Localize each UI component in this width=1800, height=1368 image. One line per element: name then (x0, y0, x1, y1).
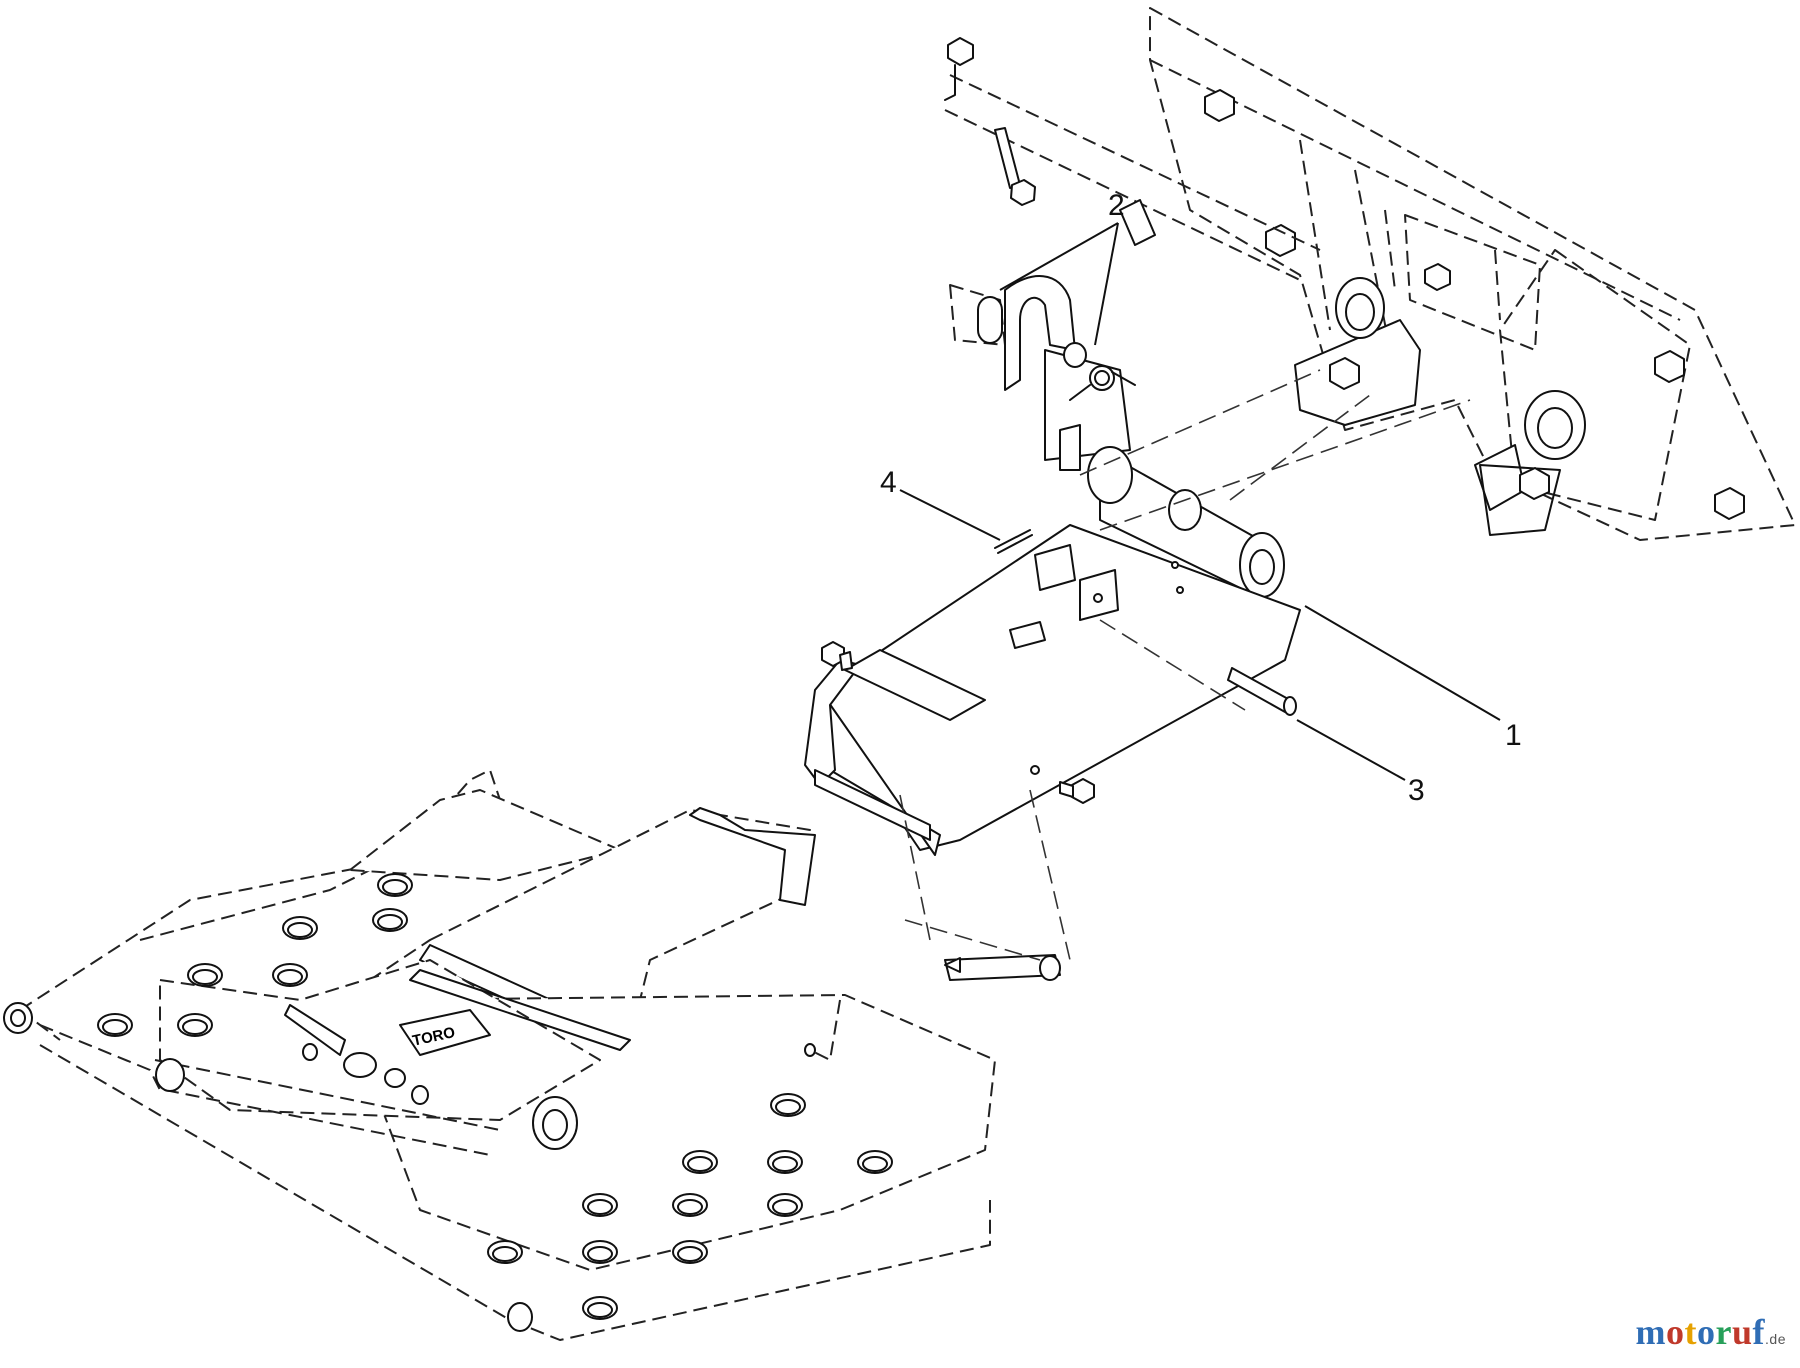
watermark-letter: m (1635, 1312, 1667, 1352)
watermark-letter: o (1666, 1312, 1685, 1352)
deck-hole-inner (277, 969, 303, 985)
leader-4 (899, 489, 1001, 541)
brand-decal (399, 1009, 491, 1056)
frame-bracket-reference (1149, 7, 1796, 541)
deck-hole-inner (775, 1099, 801, 1115)
watermark-letter: o (1697, 1312, 1716, 1352)
leader-3 (1296, 719, 1406, 781)
watermark-tld: .de (1765, 1331, 1786, 1347)
deck-hole-inner (182, 1019, 208, 1035)
deck-hole-inner (687, 1156, 713, 1172)
torsion-spring (1069, 365, 1136, 401)
deck-hole-inner (102, 1019, 128, 1035)
callout-3: 3 (1408, 774, 1425, 807)
leader-1 (1304, 605, 1501, 721)
watermark-letter: t (1684, 1312, 1698, 1352)
deck-hole-inner (382, 879, 408, 895)
deck-hole-inner (587, 1246, 613, 1262)
leader-2b (1094, 222, 1119, 346)
deck-hole-inner (772, 1156, 798, 1172)
watermark-letter: f (1752, 1312, 1766, 1352)
watermark-letters: motoruf (1636, 1312, 1766, 1352)
deck-hole-inner (862, 1156, 888, 1172)
watermark-letter: u (1732, 1312, 1753, 1352)
latch-assembly (949, 275, 1136, 471)
upper-rod-hardware (944, 37, 1321, 281)
leader-lines (899, 222, 1501, 781)
deck-hole-inner (677, 1199, 703, 1215)
callout-4: 4 (880, 466, 897, 499)
callout-2: 2 (1108, 189, 1125, 222)
leader-2a (999, 222, 1119, 291)
footrest-deck: TORO (3, 769, 996, 1341)
watermark-letter: r (1715, 1312, 1732, 1352)
watermark-logo: motoruf.de (1636, 1311, 1786, 1353)
deck-hole-inner (492, 1246, 518, 1262)
hardware-bolts (821, 529, 1297, 981)
deck-holes (97, 873, 893, 1320)
pivot-weldment (804, 446, 1301, 856)
deck-hole-inner (772, 1199, 798, 1215)
deck-hole-inner (192, 969, 218, 985)
deck-hole-inner (287, 922, 313, 938)
deck-hole-inner (677, 1246, 703, 1262)
alignment-guides (899, 369, 1471, 961)
cotter-pin (994, 529, 1033, 554)
callout-1: 1 (1505, 719, 1522, 752)
callout-labels: 1 2 3 4 (880, 189, 1522, 807)
deck-hole-inner (587, 1302, 613, 1318)
deck-hole-inner (587, 1199, 613, 1215)
deck-hole-inner (377, 914, 403, 930)
